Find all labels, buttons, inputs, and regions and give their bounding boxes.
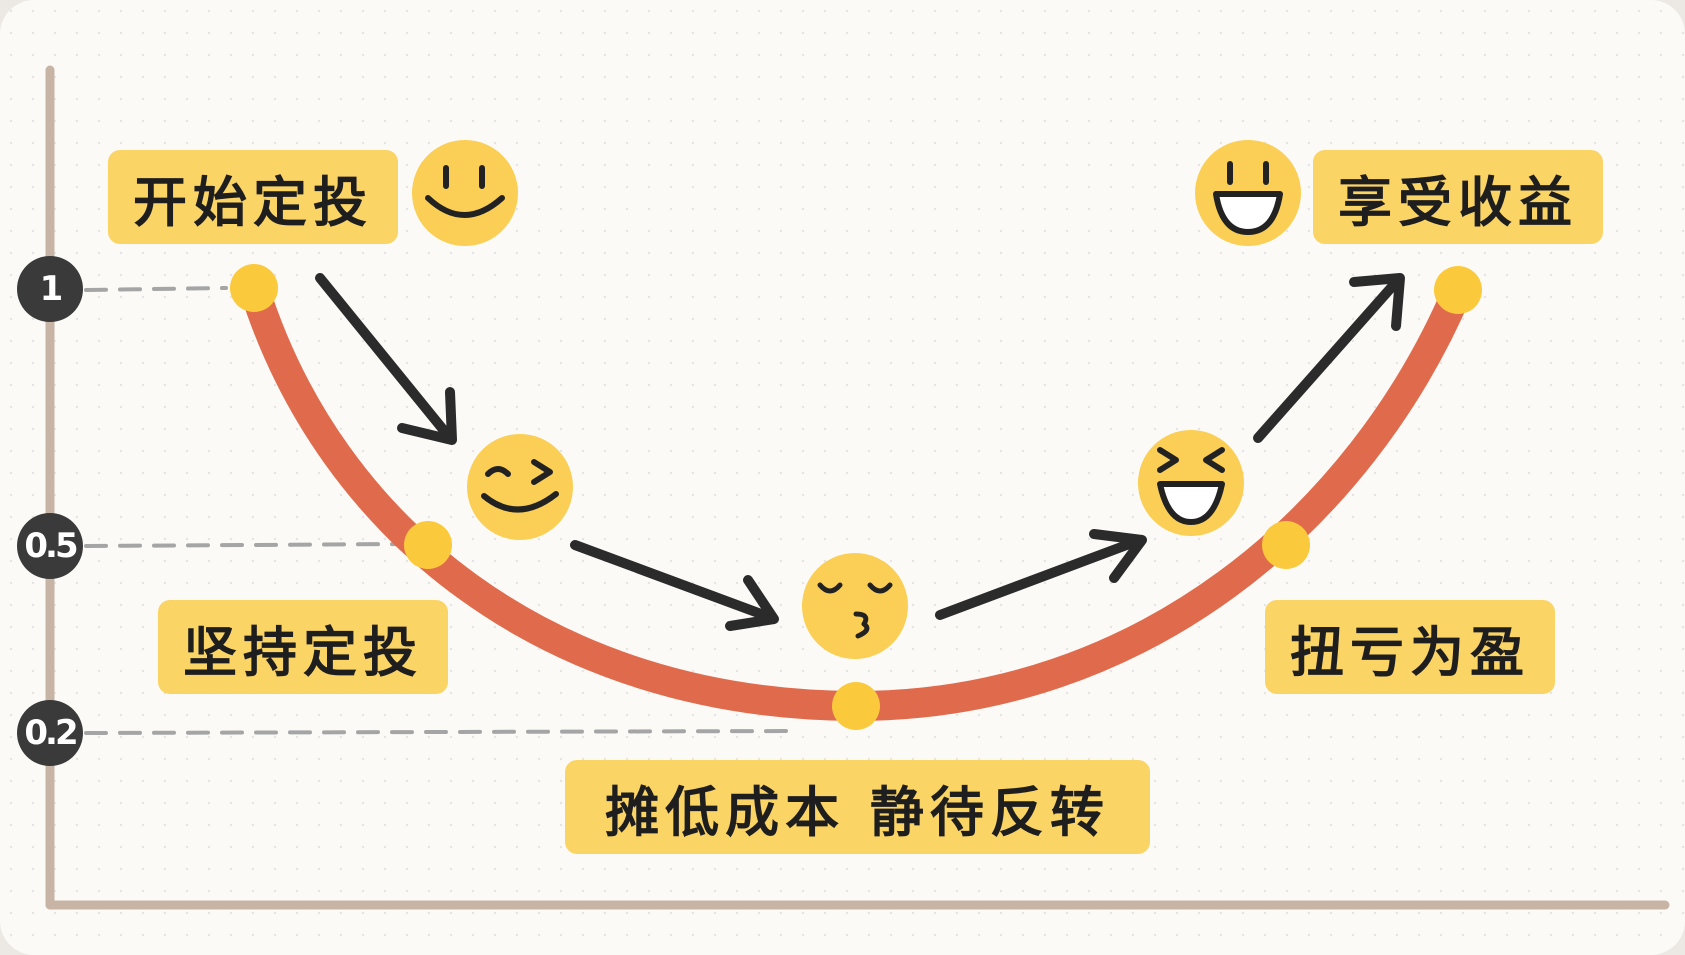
tick-badge-05: 0.5 xyxy=(17,513,83,579)
curve-node-turn xyxy=(1262,521,1310,569)
label-bottom: 摊低成本 静待反转 xyxy=(565,760,1150,854)
grin-face-icon xyxy=(1195,140,1301,246)
kiss-face-icon xyxy=(802,553,908,659)
smile-face-icon xyxy=(412,140,518,246)
label-turn: 扭亏为盈 xyxy=(1265,600,1555,694)
laugh-face-icon xyxy=(1138,430,1244,536)
wink-face-icon xyxy=(467,434,573,540)
curve-node-profit xyxy=(1434,266,1482,314)
guide-line-1 xyxy=(84,286,228,292)
arrow-up-2 xyxy=(1253,273,1405,443)
label-hold: 坚持定投 xyxy=(158,600,448,694)
label-profit: 享受收益 xyxy=(1313,150,1603,244)
tick-badge-1: 1 xyxy=(17,256,83,322)
tick-badge-02: 0.2 xyxy=(17,700,83,766)
curve-node-bottom xyxy=(832,682,880,730)
guide-line-02 xyxy=(84,729,792,735)
arrow-down-1 xyxy=(315,273,457,445)
guide-line-05 xyxy=(84,542,410,548)
arrow-up-1 xyxy=(935,529,1147,620)
arrow-down-2 xyxy=(570,540,779,631)
curve-node-start xyxy=(230,264,278,312)
label-start: 开始定投 xyxy=(108,150,398,244)
curve-node-hold xyxy=(404,521,452,569)
